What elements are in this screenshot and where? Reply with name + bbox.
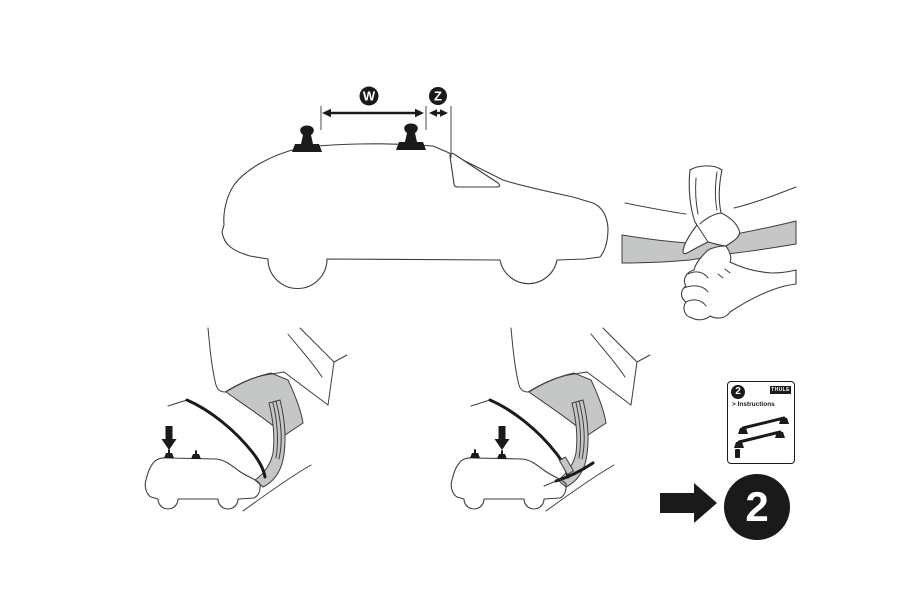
mounting-bracket xyxy=(682,165,741,255)
w-dimension-arrow xyxy=(322,108,424,118)
hand-illustration xyxy=(680,245,797,321)
bracket-tab xyxy=(558,456,575,476)
sill-strip xyxy=(554,461,595,483)
z-dimension-arrow xyxy=(429,109,448,117)
panel-rear-foot-position xyxy=(144,326,349,513)
w-label: W xyxy=(363,89,376,104)
car-window xyxy=(449,152,501,188)
car-position-icon-2 xyxy=(450,448,567,510)
panel-front-foot-position xyxy=(450,326,652,513)
z-dimension-badge: Z xyxy=(429,87,447,105)
hand-fitting-detail xyxy=(621,165,797,321)
position-arrow-1 xyxy=(161,426,177,450)
card-step-badge: 2 xyxy=(731,385,745,399)
position-arrow-2 xyxy=(494,426,510,450)
door-jamb-detail-1 xyxy=(166,326,349,513)
step-arrow-icon xyxy=(660,483,717,523)
step-badge: 2 xyxy=(724,474,790,540)
thule-logo: THULE xyxy=(770,386,791,394)
car-position-icon-1 xyxy=(144,448,261,510)
w-dimension-badge: W xyxy=(359,86,379,106)
crossbars-icon xyxy=(734,416,789,448)
step-number: 2 xyxy=(745,483,769,530)
bolt-icon xyxy=(735,449,740,458)
card-title: > Instructions xyxy=(732,401,775,408)
instructions-card: 2 THULE > Instructions xyxy=(727,381,795,464)
car-dimension-diagram: W Z xyxy=(221,86,609,289)
rear-roof-foot xyxy=(292,125,322,152)
car-side-outline xyxy=(221,143,609,289)
z-label: Z xyxy=(434,89,442,104)
door-jamb-detail-2 xyxy=(469,326,652,513)
front-roof-foot xyxy=(396,123,426,150)
